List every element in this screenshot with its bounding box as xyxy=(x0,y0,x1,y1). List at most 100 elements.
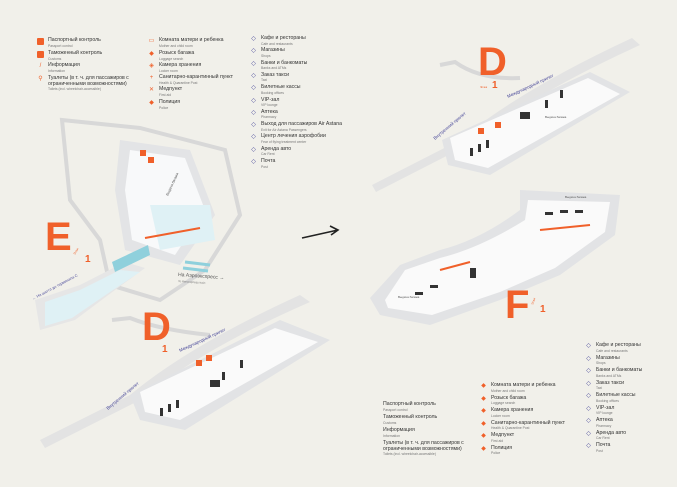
arrow-icon xyxy=(301,225,340,239)
pharmacy-icon: ◇ xyxy=(251,109,256,116)
post-icon: ◇ xyxy=(251,159,256,165)
legend-label: Билетные кассы xyxy=(261,84,301,91)
terminal-d-right-letter: D xyxy=(478,40,507,84)
legend-label-en: Cafe and restaurants xyxy=(261,41,293,46)
legend-label: Розыск багажа xyxy=(491,394,527,401)
legend-label-en: VIP lounge xyxy=(261,103,278,107)
legend-label: Магазины xyxy=(261,47,285,54)
legend-icon: ◇ xyxy=(586,430,591,437)
legend-label-en: Toilets (incl. wheelchair-accessible) xyxy=(383,452,436,456)
terminal-f-baggage-1: Выдача багажа xyxy=(565,195,587,199)
legend-label-en: VIP lounge xyxy=(596,411,613,415)
legend-icon: ◆ xyxy=(481,445,486,452)
legend-label-en: Taxi xyxy=(596,386,603,390)
legend-label: Туалеты (в т. ч. для пассажиров с ограни… xyxy=(383,440,464,452)
legend-label-en: First aid xyxy=(491,438,504,443)
legend-label-en: Banks and ATMs xyxy=(596,373,622,378)
legend-label: Почта xyxy=(596,442,611,448)
legend-label: Центр лечения аэрофобии xyxy=(261,133,326,140)
legend-label: Комната матери и ребенка xyxy=(159,37,224,43)
legend-icon: ◇ xyxy=(586,343,591,349)
legend-label-en: Cafe and restaurants xyxy=(596,348,628,353)
toilet-icon: ⚲ xyxy=(38,76,43,82)
legend-label: Туалеты (в т. ч. для пассажиров с ограни… xyxy=(48,75,129,87)
legend-label-en: Pharmacy xyxy=(261,115,277,120)
locker-icon: ◈ xyxy=(149,63,154,69)
legend-label: Заказ такси xyxy=(596,379,625,386)
legend-label-en: Police xyxy=(491,451,501,455)
legend-icon: ◆ xyxy=(481,433,486,439)
legend-icon: ◇ xyxy=(586,443,591,449)
legend-icon: ◇ xyxy=(586,418,591,424)
legend-label: Заказ такси xyxy=(261,71,290,78)
legend-label-en: Banks and ATMs xyxy=(261,66,287,71)
legend-label-en: Shops xyxy=(596,361,606,365)
terminal-e-aeroexpress: На Аэроэкспресс → xyxy=(178,272,225,281)
legend-label-en: Customs xyxy=(383,420,397,425)
plane-icon: ◇ xyxy=(251,134,256,141)
legend-label-en: Locker room xyxy=(159,68,178,73)
legend-label-en: Post xyxy=(261,164,268,169)
legend-label-en: Taxi xyxy=(261,78,268,83)
luggage-search-icon: ◆ xyxy=(149,51,154,57)
legend-label: Полиция xyxy=(159,99,181,105)
legend-label-en: Luggage search xyxy=(159,56,184,61)
legend-item: ⚲ Туалеты (в т. ч. для пассажиров с огран… xyxy=(37,75,157,93)
legend-label-en: Mother and child room xyxy=(491,388,525,393)
police-icon: ◆ xyxy=(149,100,154,106)
vip-icon: ◇ xyxy=(251,97,256,104)
legend-icon xyxy=(372,441,379,448)
shop-icon: ◇ xyxy=(251,48,256,55)
legend-label-en: Booking offices xyxy=(596,398,619,403)
legend-label: Комната матери и ребенка xyxy=(491,382,556,388)
terminal-f-floor-ru: Этаж xyxy=(530,297,536,305)
legend-icon: ◇ xyxy=(586,355,591,362)
legend-label: Информация xyxy=(383,427,415,433)
legend-label: Магазины xyxy=(596,354,620,361)
legend-label: Билетные кассы xyxy=(596,392,636,398)
legend-label-en: Health & Quarantine Post xyxy=(159,80,198,85)
legend-label: Паспортный контроль xyxy=(48,37,101,43)
legend-label-en: Luggage search xyxy=(491,401,516,405)
legend-label: Полиция xyxy=(491,444,513,451)
legend-label: Аренда авто xyxy=(261,145,292,152)
legend-label: Банки и банкоматы xyxy=(261,59,308,66)
legend-icon: ◇ xyxy=(586,393,591,399)
terminal-e-floor: 1 xyxy=(85,254,91,265)
legend-label: VIP-зал xyxy=(261,96,280,103)
legend-label: Санитарно-карантинный пункт xyxy=(491,419,565,426)
legend-label-en: Police xyxy=(159,105,169,110)
legend-label-en: Booking offices xyxy=(261,90,284,95)
legend-label: Медпункт xyxy=(159,86,183,92)
cafe-icon: ◇ xyxy=(251,36,256,42)
legend-label: Аренда авто xyxy=(596,429,627,436)
legend-icon: ◇ xyxy=(586,368,591,374)
legend-icon xyxy=(372,428,379,435)
terminal-d-right-floor-ru: Этаж xyxy=(480,85,487,89)
terminal-f-baggage-2: Выдача багажа xyxy=(398,295,420,299)
legend-label-en: Information xyxy=(383,433,400,438)
legend-icon: ◆ xyxy=(481,383,486,389)
legend-icon: ◆ xyxy=(481,395,486,402)
legend-label-en: Information xyxy=(48,68,65,73)
